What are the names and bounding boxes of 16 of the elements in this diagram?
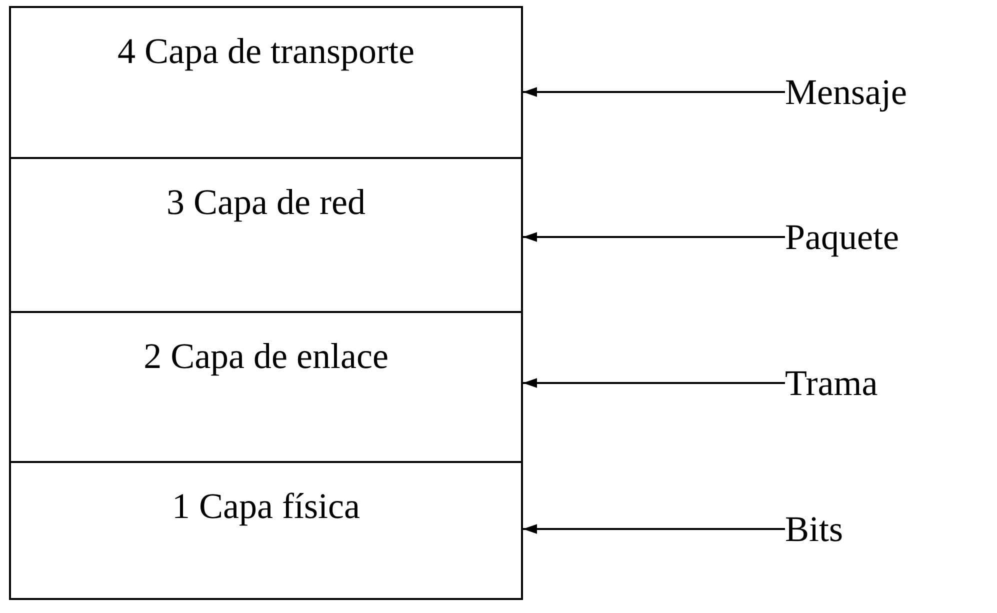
- data-unit-label: Paquete: [785, 216, 899, 258]
- layer-label: 2 Capa de enlace: [142, 335, 390, 377]
- data-unit-label: Trama: [785, 362, 878, 404]
- data-unit-label: Mensaje: [785, 71, 907, 113]
- arrow: [523, 232, 785, 242]
- arrow: [523, 87, 785, 97]
- layer-box: [9, 157, 523, 313]
- arrow: [523, 524, 785, 534]
- layer-box: [9, 461, 523, 600]
- layer-box: [9, 311, 523, 463]
- data-unit-label: Bits: [785, 508, 844, 550]
- layer-label: 3 Capa de red: [166, 181, 366, 223]
- layer-box: [9, 6, 523, 159]
- layer-label: 4 Capa de transporte: [116, 30, 416, 72]
- arrow: [523, 378, 785, 388]
- layer-label: 1 Capa física: [171, 485, 361, 527]
